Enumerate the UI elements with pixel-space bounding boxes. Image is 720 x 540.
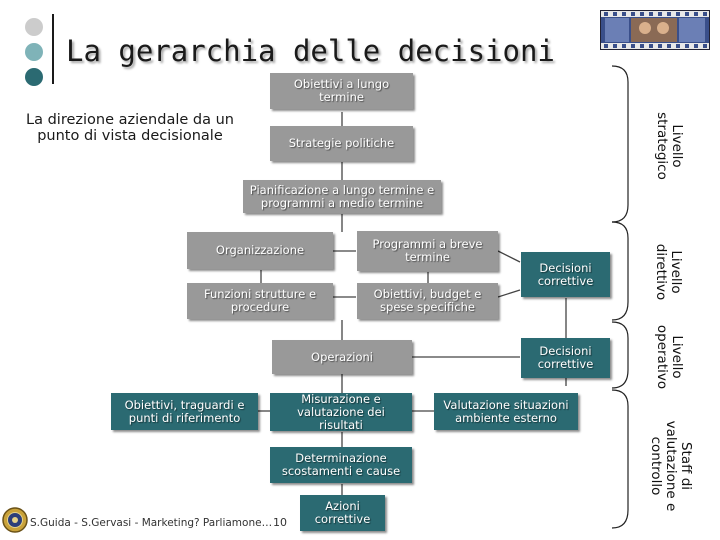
box-azioni-correttive: Azioni correttive — [300, 495, 385, 531]
box-obiettivi-traguardi: Obiettivi, traguardi e punti di riferime… — [111, 393, 258, 430]
box-organizzazione: Organizzazione — [187, 232, 333, 269]
dark-teal-circle-icon — [25, 68, 43, 86]
level-direttivo-label: Livello direttivo — [653, 243, 684, 301]
box-programmi-breve-termine: Programmi a breve termine — [357, 231, 498, 271]
page-number: 10 — [273, 516, 287, 529]
box-operazioni: Operazioni — [272, 340, 412, 374]
box-obiettivi-budget: Obiettivi, budget e spese specifiche — [357, 283, 498, 319]
box-valutazione-ambiente: Valutazione situazioni ambiente esterno — [434, 393, 578, 430]
footer-credit: S.Guida - S.Gervasi - Marketing? Parliam… — [30, 517, 273, 529]
box-decisioni-correttive-2: Decisioni correttive — [521, 338, 610, 378]
page-title: La gerarchia delle decisioni — [66, 34, 555, 68]
university-seal-icon — [2, 507, 28, 533]
box-misurazione: Misurazione e valutazione dei risultati — [270, 392, 412, 431]
light-teal-circle-icon — [25, 43, 43, 61]
box-funzioni-strutture: Funzioni strutture e procedure — [187, 283, 333, 319]
box-determinazione: Determinazione scostamenti e cause — [270, 447, 412, 483]
level-strategico-label: Livello strategico — [654, 112, 685, 180]
box-pianificazione: Pianificazione a lungo termine e program… — [243, 180, 441, 213]
subtitle: La direzione aziendale da un punto di vi… — [26, 112, 234, 144]
video-thumbnail-icon — [600, 10, 710, 50]
box-decisioni-correttive-1: Decisioni correttive — [521, 252, 610, 297]
level-staff-label: Staff di valutazione e controllo — [648, 420, 694, 512]
grey-circle-icon — [25, 18, 43, 36]
level-operativo-label: Livello operativo — [654, 324, 685, 390]
box-obiettivi-lungo-termine: Obiettivi a lungo termine — [270, 73, 413, 109]
box-strategie-politiche: Strategie politiche — [270, 126, 413, 161]
title-divider — [52, 14, 54, 84]
